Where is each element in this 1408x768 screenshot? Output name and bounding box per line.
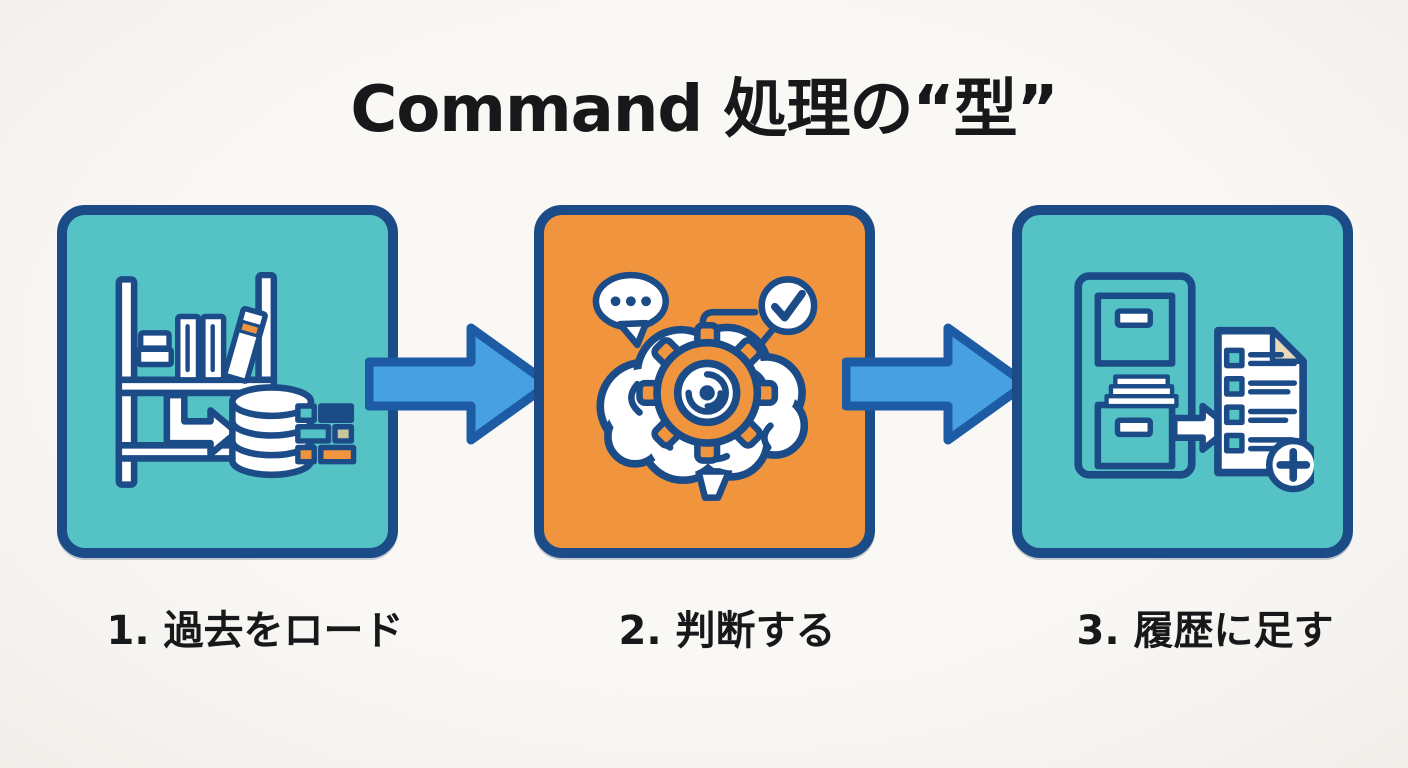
brain-gear-icon [592, 271, 817, 501]
page-title: Command 処理の“型” [350, 73, 1058, 147]
step-label-2: 2. 判断する [618, 608, 836, 654]
step-label-3: 3. 履歴に足す [1076, 608, 1334, 654]
flow-arrow-icon-2 [842, 323, 1031, 445]
cabinet-document-icon [1073, 271, 1314, 492]
flow-arrow-icon-1 [365, 323, 554, 445]
step-label-1: 1. 過去をロード [106, 608, 404, 654]
step-box-2 [534, 205, 875, 558]
bookshelf-database-icon [115, 271, 356, 488]
step-box-3 [1012, 205, 1353, 558]
step-box-1 [57, 205, 398, 558]
